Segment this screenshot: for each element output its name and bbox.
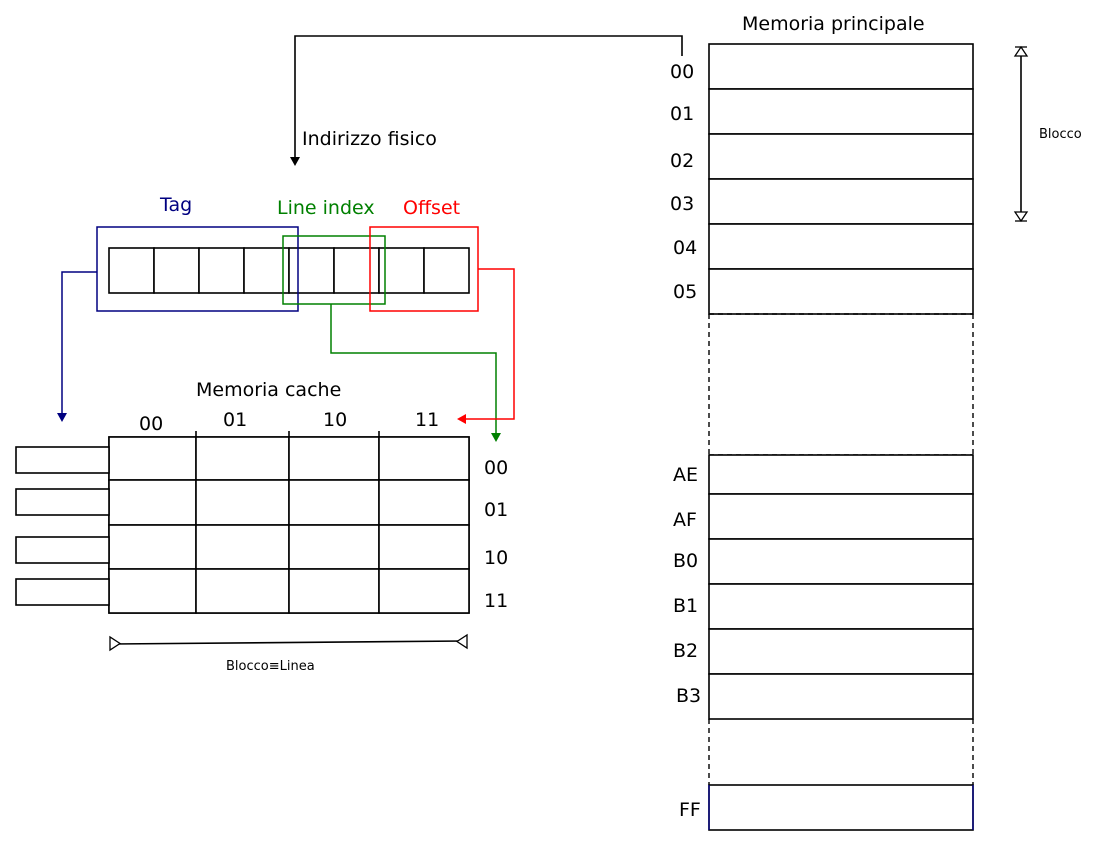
cache-cell <box>108 436 197 481</box>
memory-block <box>708 454 974 495</box>
cache-cell <box>108 479 197 526</box>
dimension-arrow-left-icon <box>109 635 122 652</box>
tag-connector <box>57 271 97 422</box>
cache-cell <box>195 568 290 614</box>
cache-cell <box>195 524 290 570</box>
line-index-connector <box>330 304 501 442</box>
memory-block <box>708 268 974 315</box>
memory-address-label: 01 <box>670 103 694 125</box>
memory-block <box>708 88 974 135</box>
tag-store <box>15 446 110 606</box>
cache-cell <box>195 436 290 481</box>
memory-address-label: 02 <box>670 150 694 172</box>
cache-row-labels: 00 01 10 11 <box>484 457 508 612</box>
cache-cell <box>378 436 470 481</box>
memory-block <box>708 538 974 585</box>
arrow-down-icon <box>57 413 67 422</box>
physical-address-label: Indirizzo fisico <box>302 128 437 150</box>
cache-cell <box>108 568 197 614</box>
cache-cell <box>378 479 470 526</box>
memory-address-label: B2 <box>673 640 698 662</box>
cache-cell <box>288 524 380 570</box>
address-bit-cell <box>108 247 155 294</box>
cache-cell <box>288 479 380 526</box>
arrow-down-icon <box>290 157 300 166</box>
arrow-down-icon <box>491 433 501 442</box>
offset-field-label: Offset <box>403 197 460 219</box>
cache-cell <box>195 479 290 526</box>
cache-row-label: 01 <box>484 499 508 521</box>
memory-address-label: 00 <box>670 61 694 83</box>
cache-cell <box>378 568 470 614</box>
main-memory-title: Memoria principale <box>742 13 925 35</box>
address-bit-cell <box>288 247 335 294</box>
memory-block <box>708 628 974 675</box>
block-line-label: Blocco≡Linea <box>226 659 315 674</box>
tag-field-bracket <box>96 226 299 312</box>
memory-block-last <box>708 784 974 831</box>
memory-block <box>708 133 974 180</box>
memory-address-label: FF <box>679 799 701 821</box>
tag-store-entry <box>15 578 110 606</box>
arrow-left-icon <box>457 414 466 424</box>
cache-cell <box>378 524 470 570</box>
block-dimension <box>1013 45 1029 223</box>
cache-column-label: 10 <box>323 409 347 431</box>
cache-row-label: 10 <box>484 547 508 569</box>
cache-column-labels: 00 01 10 11 <box>139 409 439 435</box>
cache-column-label: 01 <box>223 409 247 431</box>
cache-grid <box>108 431 470 614</box>
memory-address-label: AE <box>673 464 698 486</box>
memory-block <box>708 43 974 90</box>
memory-to-address-connector <box>290 35 683 166</box>
offset-connector <box>457 268 515 424</box>
cache-cell <box>108 524 197 570</box>
cache-title: Memoria cache <box>196 379 341 401</box>
address-bit-cell <box>198 247 245 294</box>
memory-address-label: 05 <box>673 281 697 303</box>
memory-block <box>708 583 974 630</box>
dimension-arrow-right-icon <box>455 633 468 650</box>
address-bit-cell <box>423 247 470 294</box>
memory-address-label: 04 <box>673 237 697 259</box>
address-bit-register <box>108 247 470 294</box>
memory-address-label: 03 <box>670 193 694 215</box>
cache-row-label: 11 <box>484 590 508 612</box>
block-label: Blocco <box>1039 127 1082 142</box>
cache-cell <box>288 568 380 614</box>
line-index-field-bracket <box>282 235 386 305</box>
cache-row-label: 00 <box>484 457 508 479</box>
memory-block <box>708 178 974 225</box>
memory-address-label: AF <box>673 509 697 531</box>
address-bit-cell <box>153 247 200 294</box>
memory-block <box>708 673 974 720</box>
cache-column-label: 11 <box>415 409 439 431</box>
memory-address-label: B0 <box>673 550 698 572</box>
tag-field-label: Tag <box>159 194 192 216</box>
block-line-dimension <box>109 633 468 652</box>
tag-store-entry <box>15 446 110 474</box>
tag-store-entry <box>15 488 110 516</box>
dimension-arrow-up-icon <box>1013 45 1029 57</box>
line-index-field-label: Line index <box>277 197 375 219</box>
memory-address-label: B3 <box>676 685 701 707</box>
memory-address-label: B1 <box>673 595 698 617</box>
memory-block <box>708 493 974 540</box>
dimension-arrow-down-icon <box>1013 211 1029 223</box>
cache-cell <box>288 436 380 481</box>
address-bit-cell <box>333 247 380 294</box>
cache-column-label: 00 <box>139 413 163 435</box>
tag-store-entry <box>15 536 110 564</box>
memory-block <box>708 223 974 270</box>
